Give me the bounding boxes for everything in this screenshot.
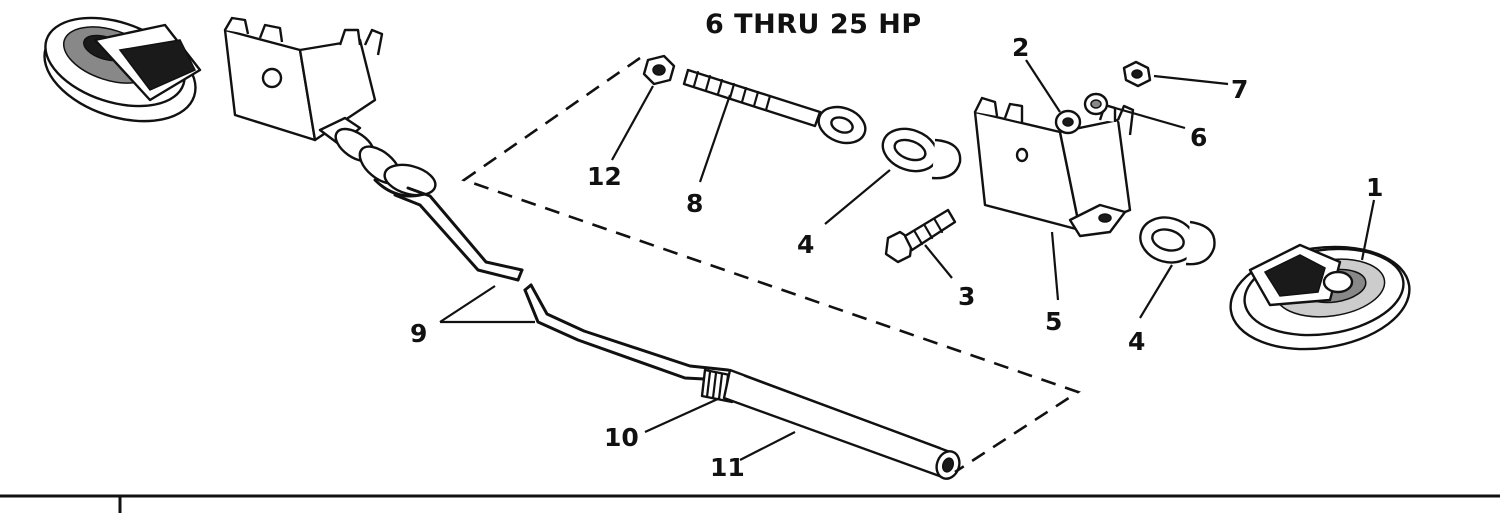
bottom-table-border [0,494,1500,513]
callout-12: 12 [587,162,622,191]
hex-nut-12 [642,54,676,86]
left-pulley-wheel [43,16,202,123]
callout-10: 10 [604,423,639,452]
callout-5: 5 [1045,307,1062,336]
callout-1: 1 [1366,173,1383,202]
callout-3: 3 [958,282,975,311]
diagram-title: 6 THRU 25 HP [705,9,922,40]
callout-11: 11 [710,453,745,482]
leader-lines [439,59,1376,461]
callout-2: 2 [1012,33,1029,62]
right-pulley [1229,243,1411,351]
hex-bolt [884,208,957,264]
callout-8: 8 [686,189,703,218]
callout-7: 7 [1231,75,1248,104]
control-rod [393,186,730,382]
left-pulley-assembly [43,16,437,198]
callout-4-left: 4 [797,230,814,259]
chain-link-4-left [881,127,962,180]
callout-9: 9 [410,319,427,348]
left-mounting-bracket [223,16,384,147]
handle-grip [722,368,961,480]
callout-6: 6 [1190,123,1207,152]
chain-link-4-right [1139,216,1216,266]
hex-nut-7 [1122,60,1152,88]
dashed-assembly-outline [461,56,1081,474]
eye-bolt [682,68,867,145]
lock-washer-2 [1054,109,1082,135]
callout-labels: 1 2 3 4 4 5 6 7 8 9 10 11 12 [410,33,1383,482]
callout-4-right: 4 [1128,327,1145,356]
flat-washer-6 [1083,92,1109,116]
left-chain-links [334,127,437,198]
right-mounting-bracket [973,96,1135,238]
